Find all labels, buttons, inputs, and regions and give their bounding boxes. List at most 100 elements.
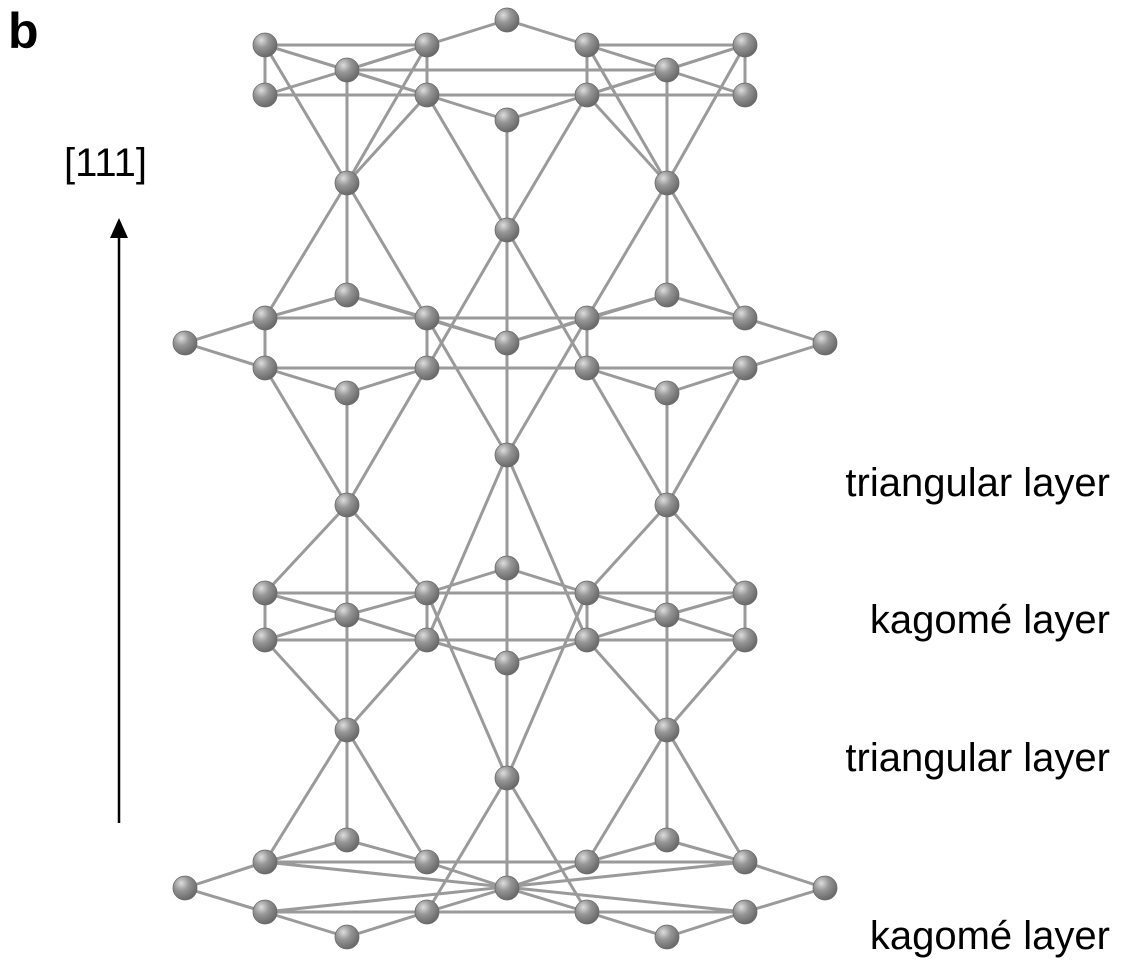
- atom: [574, 355, 600, 381]
- bond: [505, 776, 589, 914]
- bond: [505, 886, 589, 914]
- bond: [585, 728, 669, 864]
- bond: [665, 68, 747, 97]
- bond: [743, 860, 827, 890]
- atom: [574, 849, 600, 875]
- atom: [172, 875, 198, 901]
- atom: [574, 82, 600, 108]
- atom: [414, 82, 440, 108]
- atom: [252, 627, 278, 653]
- label-kagome-layer-1: kagomé layer: [869, 598, 1110, 642]
- atom: [414, 899, 440, 925]
- bond: [263, 638, 349, 732]
- atom: [252, 899, 278, 925]
- atom: [654, 602, 680, 628]
- atom: [654, 717, 680, 743]
- bond: [263, 366, 349, 507]
- bond: [345, 366, 429, 395]
- atom: [574, 32, 600, 58]
- atom: [334, 380, 360, 406]
- bond: [263, 591, 349, 617]
- bond: [345, 613, 429, 642]
- atom: [732, 355, 758, 381]
- atom: [494, 330, 520, 356]
- bond: [665, 638, 747, 732]
- bond: [425, 316, 509, 457]
- bond: [665, 366, 747, 507]
- atom: [414, 627, 440, 653]
- atom: [494, 650, 520, 676]
- atom: [334, 170, 360, 196]
- bond: [743, 316, 827, 345]
- bond: [585, 503, 669, 595]
- atom: [334, 717, 360, 743]
- atom: [654, 924, 680, 950]
- bond: [505, 453, 589, 642]
- atom: [414, 32, 440, 58]
- bond: [665, 838, 747, 864]
- bond: [585, 366, 669, 395]
- atom: [172, 330, 198, 356]
- atom: [334, 602, 360, 628]
- bond: [183, 886, 267, 914]
- bond: [665, 910, 747, 939]
- bond: [183, 860, 267, 890]
- atom: [252, 305, 278, 331]
- bond: [505, 638, 589, 665]
- bond: [345, 503, 429, 595]
- bond: [665, 366, 747, 395]
- atom: [654, 57, 680, 83]
- bond: [345, 638, 429, 732]
- atom: [654, 282, 680, 308]
- bond: [263, 181, 349, 320]
- atom: [252, 32, 278, 58]
- bond: [505, 18, 589, 47]
- atom: [732, 627, 758, 653]
- bond: [345, 43, 429, 72]
- bond: [345, 838, 429, 864]
- bond: [665, 181, 747, 320]
- atom: [494, 107, 520, 133]
- atom: [574, 580, 600, 606]
- atom: [414, 580, 440, 606]
- bond: [425, 18, 509, 47]
- bond: [505, 228, 589, 370]
- bond: [585, 638, 669, 732]
- bond: [665, 503, 747, 595]
- atom: [654, 170, 680, 196]
- bond: [585, 43, 669, 185]
- atom: [494, 442, 520, 468]
- bond: [345, 728, 429, 864]
- bond-group: [183, 18, 827, 939]
- atom: [812, 330, 838, 356]
- atom: [334, 492, 360, 518]
- bond: [665, 591, 747, 617]
- bond: [425, 591, 509, 780]
- atom: [334, 57, 360, 83]
- atom: [732, 849, 758, 875]
- label-triangular-layer-1: triangular layer: [845, 461, 1110, 505]
- atom: [654, 492, 680, 518]
- atom: [334, 827, 360, 853]
- bond: [263, 503, 349, 595]
- bond: [505, 316, 589, 457]
- atom: [252, 355, 278, 381]
- bond: [263, 43, 349, 185]
- atom: [414, 305, 440, 331]
- bond: [505, 566, 589, 595]
- bond: [263, 728, 349, 864]
- bond: [665, 613, 747, 642]
- atom: [654, 380, 680, 406]
- label-triangular-layer-2: triangular layer: [845, 736, 1110, 780]
- atom: [574, 627, 600, 653]
- bond: [425, 776, 509, 914]
- bond: [665, 728, 747, 864]
- bond: [425, 638, 509, 665]
- bond: [585, 910, 669, 939]
- bond: [585, 181, 669, 320]
- bond: [345, 43, 429, 185]
- atom: [654, 827, 680, 853]
- bond: [743, 886, 827, 914]
